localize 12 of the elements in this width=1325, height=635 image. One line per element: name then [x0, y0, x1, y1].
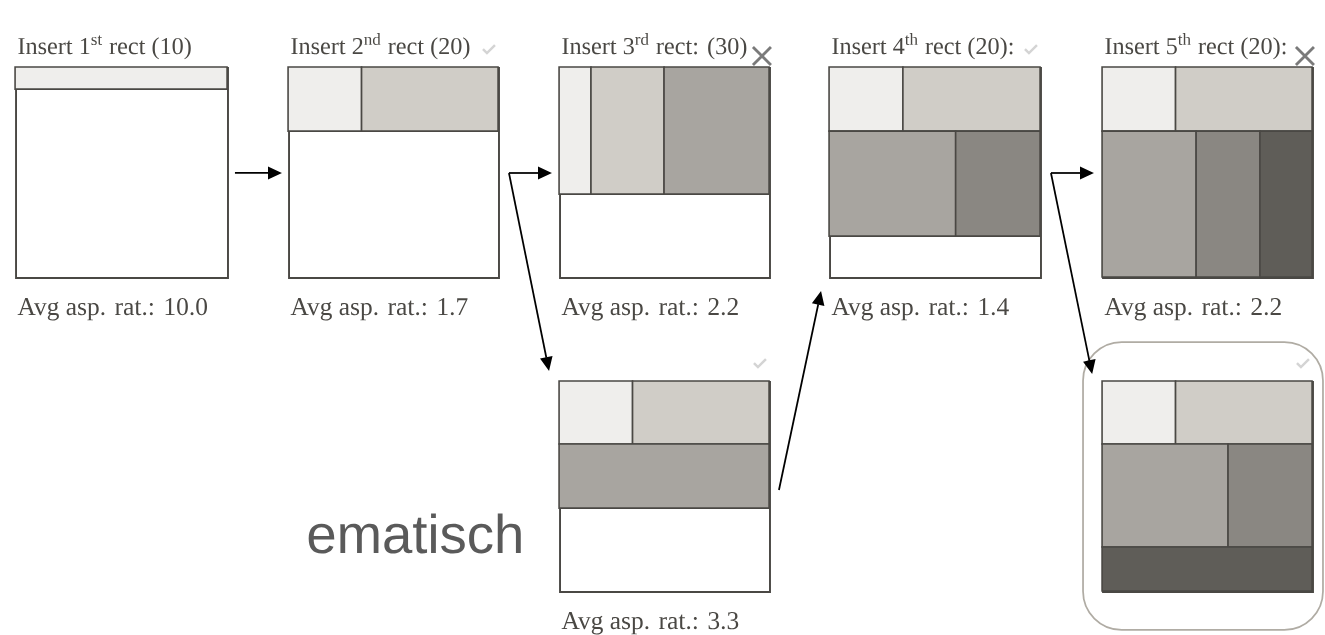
ratio-caption: Avg asp. rat.: 2.2 [561, 298, 738, 321]
ratio-caption: Avg asp. rat.: 1.7 [290, 298, 468, 321]
heading: Insert 3$^{rd}$ rect: (30) [562, 33, 747, 60]
heading: Insert 5$^{th}$ rect (20): [1105, 33, 1286, 60]
ratio-caption: Avg asp. rat.: 3.3 [561, 612, 739, 635]
ratio-caption: Avg asp. rat.: 1.4 [831, 298, 1009, 321]
heading: Insert 4$^{th}$ rect (20): [832, 33, 1013, 60]
highlight-frame [1082, 341, 1324, 631]
ratio-caption: Avg asp. rat.: 2.2 [1104, 298, 1281, 321]
ratio-caption: Avg asp. rat.: 10.0 [17, 298, 207, 321]
heading: Insert 2$^{nd}$ rect (20) [291, 33, 470, 60]
heading: Insert 1$^{st}$ rect (10) [18, 35, 191, 60]
